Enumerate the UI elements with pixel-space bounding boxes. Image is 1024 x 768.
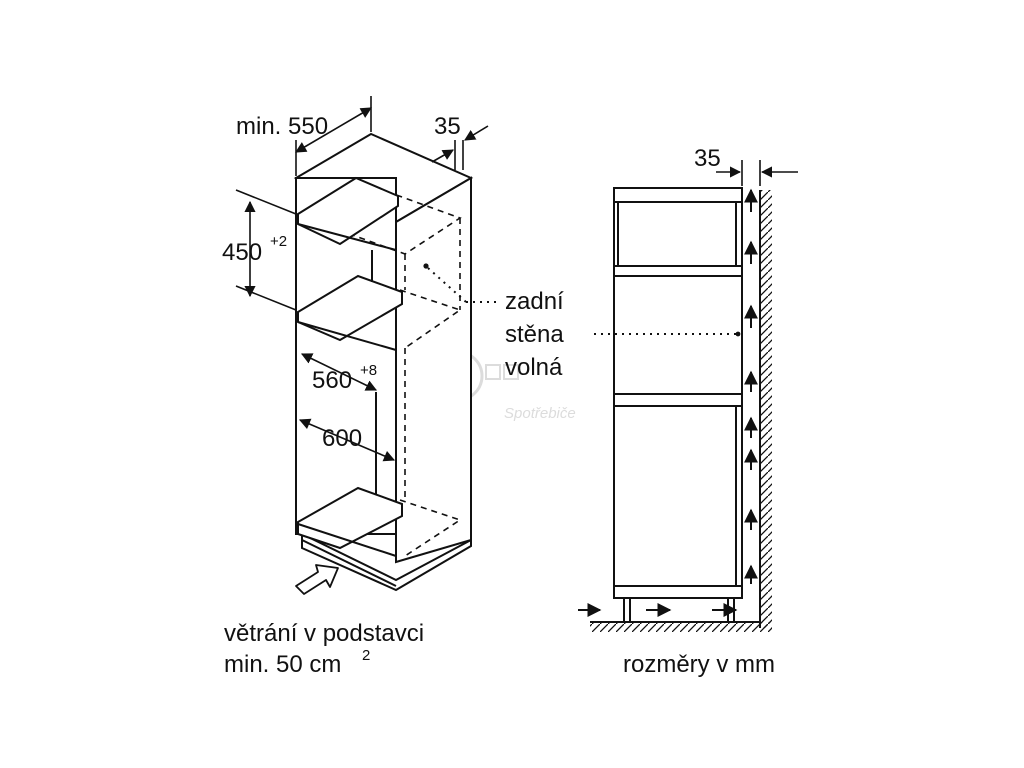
dim-35-left (431, 125, 489, 170)
cabinet-isometric (293, 132, 474, 592)
label-600: 600 (322, 425, 362, 452)
label-units: rozměry v mm (623, 651, 775, 678)
vent-inlet-arrow-icon (295, 564, 339, 595)
dim-560 (300, 353, 378, 391)
rear-gap-leader (594, 331, 741, 337)
label-rear-wall-3: volná (505, 354, 563, 381)
rear-wall-leader (423, 263, 498, 303)
label-35-right: 35 (694, 145, 721, 172)
label-560-tolerance: +8 (360, 362, 377, 379)
label-560: 560 (312, 367, 352, 394)
label-35-left: 35 (434, 113, 461, 140)
dim-35-right (716, 160, 798, 186)
dim-450 (235, 189, 297, 311)
dim-min-550 (295, 96, 372, 176)
dim-600 (298, 418, 396, 462)
floor (590, 621, 772, 632)
rear-wall (759, 190, 772, 628)
label-vent-2-sup: 2 (362, 647, 370, 664)
label-vent-1: větrání v podstavci (224, 620, 424, 647)
label-rear-wall-2: stěna (505, 321, 564, 348)
watermark-text: Spotřebiče (504, 405, 576, 422)
cabinet-side-section (613, 187, 743, 623)
label-min-550: min. 550 (236, 113, 328, 140)
label-450: 450 (222, 239, 262, 266)
label-rear-wall-1: zadní (505, 288, 564, 315)
airflow-arrows (578, 188, 758, 617)
label-vent-2: min. 50 cm (224, 651, 341, 678)
label-450-tolerance: +2 (270, 233, 287, 250)
